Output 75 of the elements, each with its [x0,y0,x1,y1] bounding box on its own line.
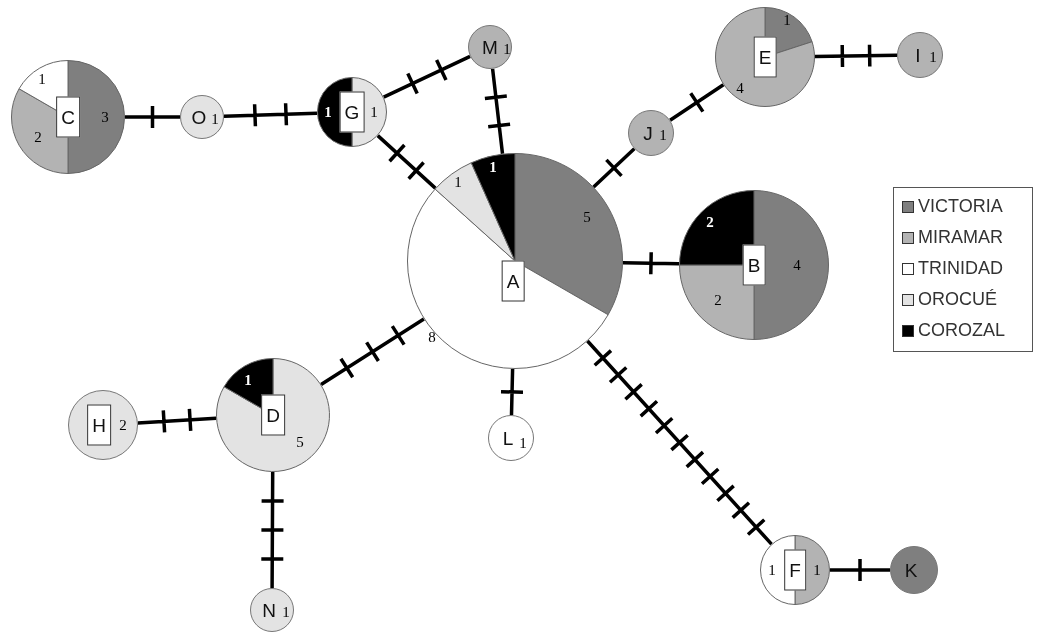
connector-line [668,82,726,122]
haplotype-letter: C [56,96,80,138]
count-number: 2 [119,417,127,433]
haplotype-pie [11,60,125,174]
count-number: 1 [503,41,511,57]
haplotype-pie [890,546,938,594]
haplotype-letter: I [915,45,921,65]
count-number: 1 [370,104,378,120]
count-number: 4 [736,80,744,96]
haplotype-pie [488,415,534,461]
count-number: 2 [34,129,42,145]
connector-line [376,133,438,190]
haplotype-letter: H [87,404,111,446]
haplotype-letter: K [904,560,918,580]
connector-line [123,104,182,130]
haplotype-pie [180,95,224,139]
count-number: 1 [211,111,219,127]
legend-label: OROCUÉ [918,289,997,310]
connector-line [591,147,637,189]
connector-line [136,407,218,435]
count-number: 1 [659,127,667,143]
haplotype-pie [679,190,829,340]
haplotype-pie [68,390,138,460]
haplotype-pie [407,153,623,369]
haplotype-letter: A [501,260,525,302]
connector-line [319,317,426,387]
haplotype-pie [897,32,943,78]
legend-label: MIRAMAR [918,227,1003,248]
haplotype-pie [628,110,674,156]
connector-line [259,470,286,590]
haplotype-pie [250,588,294,632]
haplotype-letter: L [502,428,514,448]
connector-line [483,67,512,156]
haplotype-letter: D [261,394,285,436]
count-number: 4 [793,257,801,273]
connector-line [828,557,892,583]
count-number: 1 [38,71,46,87]
count-number: 1 [783,12,791,28]
count-number: 1 [324,104,332,120]
count-number: 5 [583,209,591,225]
haplotype-letter: G [339,91,365,133]
count-number: 2 [714,292,722,308]
haplotype-pie [216,358,330,472]
count-number: 1 [489,159,497,175]
haplotype-letter: O [191,107,207,127]
connector-line [499,367,525,417]
count-number: 1 [519,435,527,451]
count-number: 1 [282,604,290,620]
haplotype-pie [468,25,512,69]
haplotype-letter: J [643,123,653,143]
connector-line [585,339,774,546]
legend-label: COROZAL [918,320,1005,341]
count-number: 1 [929,49,937,65]
haplotype-pie [317,77,387,147]
count-number: 8 [428,329,436,345]
connector-line [381,54,472,99]
count-number: 5 [296,434,304,450]
haplotype-pie [760,535,830,605]
haplotype-letter: F [784,549,806,591]
count-number: 3 [101,109,109,125]
haplotype-letter: M [482,37,498,57]
legend-label: VICTORIA [918,196,1003,217]
count-number: 1 [454,174,462,190]
haplotype-pie [715,7,815,107]
haplotype-letter: B [742,244,766,286]
haplotype-letter: E [753,36,777,78]
connector-line [621,250,681,277]
connector-line [813,42,899,69]
haplotype-letter: N [262,600,276,620]
legend-label: TRINIDAD [918,258,1003,279]
count-number: 1 [244,372,252,388]
count-number: 2 [706,214,714,230]
count-number: 1 [813,562,821,578]
count-number: 1 [768,562,776,578]
connector-line [222,101,319,128]
